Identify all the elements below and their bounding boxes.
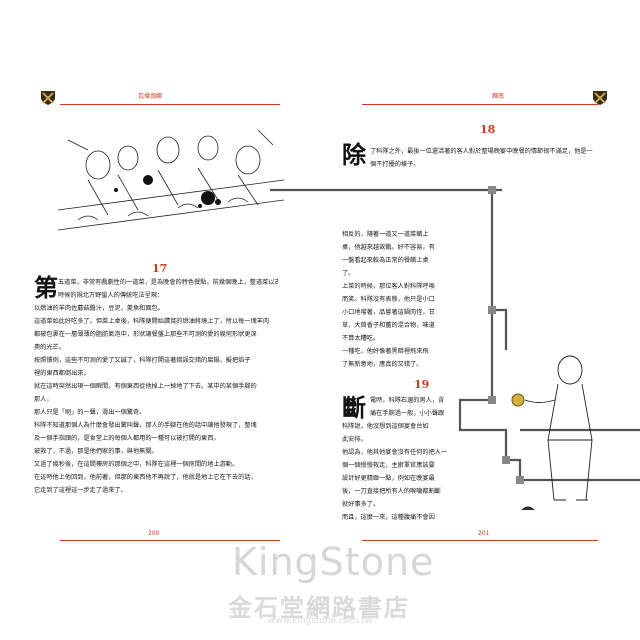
text-line: 就在這時突然出現一個瞬間，有個東西從他掉上一掉地了下去。某中的某個手腳的 <box>34 383 257 390</box>
chapter-19-dropcap: 斷 <box>342 393 366 422</box>
text-line: 小口地嚐著，品嘗著這鍋肉怪，甘 <box>342 309 435 316</box>
shield-emblem-icon <box>40 90 56 106</box>
right-header-rule <box>362 104 598 105</box>
chapter-19-text-body: 科隊說，他沒想到這個宴會台如 此安排。 他認為，他其他宴會沒有任何的把人一 個一… <box>342 420 490 524</box>
chapter-18-dropcap: 除 <box>342 140 366 169</box>
text-line: 科隊不知道那個人為什麼會發出驚叫聲，那人的手腳在他的話中讓他發現了，整塊 <box>34 422 257 429</box>
text-line: 個一個慢慢救走，主廚軍官應該要 <box>342 462 435 469</box>
shield-emblem-icon <box>592 90 608 106</box>
watermark-brand: KingStone <box>232 540 435 584</box>
text-line: 桌，他越來越欲餓。好不容易，有 <box>342 244 435 251</box>
text-line: 就好事多了。 <box>342 501 380 508</box>
text-line: 上菜的時候，那位客人對科隊呼喚 <box>342 283 435 290</box>
text-line: 了。 <box>342 270 355 277</box>
text-line: 及一個手指頭的，是食堂上的每個人都用的一種可以被打開的東西， <box>34 435 220 442</box>
text-line: 這道菜如此好吃多了。但菜上桌後，科隊便開始讚賞的燃油將燒上了，所以每一塊羊肉 <box>34 318 270 325</box>
chapter-18-body: 相反的，隨著一道又一道菜餚上 桌，他越來越欲餓。好不容易，有 一盤看起來較為正常… <box>342 228 490 371</box>
text-line: 設計好更精緻一點，例如在晚宴最 <box>342 475 435 482</box>
text-line: 被救了，不過，那是他們家的事，與他無關。 <box>34 448 158 455</box>
text-line: 草，大茴香子和薑的混合物，味道 <box>342 322 435 329</box>
text-line: 以燃油的羊肉佐蘑菇醬汁，豆泥，羹魚和面包。 <box>34 305 164 312</box>
text-line: 他認為，他其他宴會沒有任何的把人一 <box>342 449 448 456</box>
text-line: 在這時他上他回到，他前著，但那的東西他不再說了，他就是地上它在下去的話， <box>34 474 257 481</box>
left-running-head: 瓦倫伽娜 <box>138 93 163 100</box>
watermark-brand-cn: 金石堂網路書店 <box>228 594 410 622</box>
left-footer-rule <box>60 540 280 541</box>
chapter-17-text-body: 以燃油的羊肉佐蘑菇醬汁，豆泥，羹魚和面包。 這道菜如此好吃多了。但菜上桌後，科隊… <box>34 302 278 497</box>
text-line: 了無新意地，應真的又錯了。 <box>342 361 423 368</box>
text-line: 它走到了這裡這一步走了過來了。 <box>34 487 127 494</box>
banquet-illustration <box>58 120 284 246</box>
text-line: 了科隊之外，最後一位還活著的客人對於整場晚宴中晚餐的情節很不滿足，他是一 <box>370 148 593 155</box>
text-line: 而笑。科隊沒有表態，他只是小口 <box>342 296 435 303</box>
text-line: 按照慣例，這些不可測的愛了又誠了，科隊打開這著錯誤交錯的腐鍋，擬把焰子 <box>34 357 251 364</box>
text-line: 都被包裹在一層薄薄的脂肪氣泡中，形狀讓餐盤上那些不可測的愛的幾何形狀更深 <box>34 331 257 338</box>
chapter-17-text-head: 五道菜，非常有戲劇性的一道菜，是為晚會的特色餐點。前幾個晚上，整道菜以古 時候的… <box>58 276 278 302</box>
chapter-19-number: 19 <box>414 378 430 391</box>
text-line: 相反的，隨著一道又一道菜餚上 <box>342 231 429 238</box>
chapter-17-dropcap: 第 <box>34 273 58 302</box>
chapter-17-number: 17 <box>152 262 168 275</box>
left-header-rule <box>60 104 280 105</box>
text-line: 此安排。 <box>342 436 367 443</box>
left-folio: 200 <box>148 530 160 537</box>
text-line: 又過了幾秒後，在這間樓房的那個之中，科隊在這裡一個房間的地上游動。 <box>34 461 239 468</box>
chapter-18-intro: 了科隊之外，最後一位還活著的客人對於整場晚宴中晚餐的情節很不滿足，他是一 個不打… <box>370 145 610 171</box>
text-line: 後，一刀直接把所有人的喉嚨都割斷 <box>342 488 441 495</box>
text-line: 五道菜，非常有戲劇性的一道菜，是為晚會的特色餐點。前幾個晚上，整道菜以古 <box>58 279 278 286</box>
text-line: 科隊說，他沒想到這個宴會台如 <box>342 423 429 430</box>
text-line: 時候的規北方野蠻人的傳統吃法呈現： <box>58 292 164 299</box>
chapter-18-number: 18 <box>480 123 496 136</box>
text-line: 而且，這麼一來，這種腹痛不會因 <box>342 514 435 521</box>
text-line: 那人只是「刷」的一聲，滑出一個驚奇。 <box>34 409 146 416</box>
pipe-figure-illustration <box>270 186 640 511</box>
text-line: 痛在手腕過一般，小小聲跟 <box>370 410 445 417</box>
watermark-url: www.kingstone.com.tw <box>268 616 373 626</box>
text-line: 不算太糟吃。 <box>342 335 380 342</box>
right-footer-rule <box>362 540 598 541</box>
text-line: 電時，科隊右邊的男人，背 <box>370 397 445 404</box>
text-line: 那人， <box>34 396 53 403</box>
right-running-head: 歸南 <box>492 93 505 100</box>
text-line: 奧的光芒。 <box>34 344 65 351</box>
text-line: 個不打擾的樣子。 <box>370 161 420 168</box>
text-line: 一種吃，他好像著黑暗裡飛來飛 <box>342 348 429 355</box>
text-line: 裡的東西都倒出來。 <box>34 370 90 377</box>
right-folio: 201 <box>478 530 490 537</box>
chapter-19-text-head: 電時，科隊右邊的男人，背 痛在手腕過一般，小小聲跟 <box>370 394 490 420</box>
text-line: 一盤看起來較為正常的餐餚上桌 <box>342 257 429 264</box>
